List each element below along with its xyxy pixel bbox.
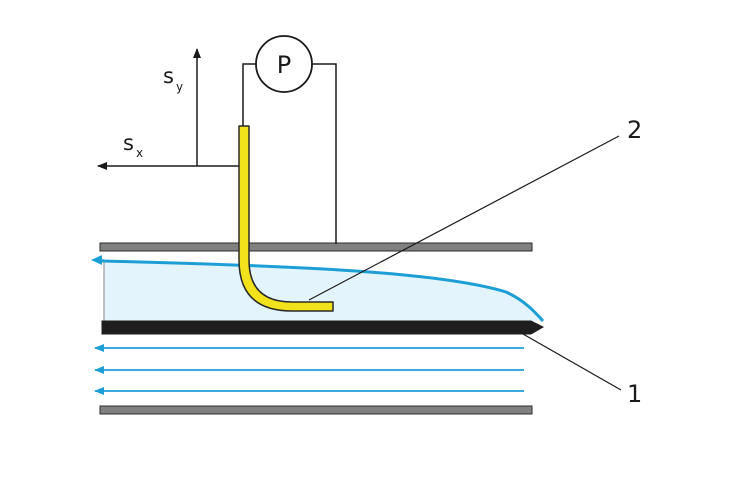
- boundary-layer-region: [104, 261, 543, 321]
- callout-number-plate: 1: [627, 380, 642, 408]
- sy-axis-label: s: [163, 64, 174, 88]
- top-channel-wall: [99, 242, 533, 252]
- boundary-layer-arrowhead: [91, 255, 102, 265]
- pressure-gauge-label: P: [277, 51, 291, 79]
- pressure-wire-right: [312, 63, 337, 244]
- flat-plate: [101, 320, 545, 335]
- callout-number-probe: 2: [627, 116, 642, 144]
- sx-axis-subscript: x: [136, 146, 143, 160]
- pressure-gauge: [255, 35, 313, 93]
- callout-line-plate: [522, 333, 622, 391]
- bottom-channel-wall: [99, 405, 533, 415]
- pitot-probe: [238, 125, 334, 312]
- boundary-layer-edge-curve: [96, 258, 545, 322]
- sy-axis-subscript: y: [176, 80, 183, 94]
- sx-axis-label: s: [123, 131, 134, 155]
- callout-line-probe: [308, 135, 620, 301]
- pressure-wire-left: [242, 63, 256, 127]
